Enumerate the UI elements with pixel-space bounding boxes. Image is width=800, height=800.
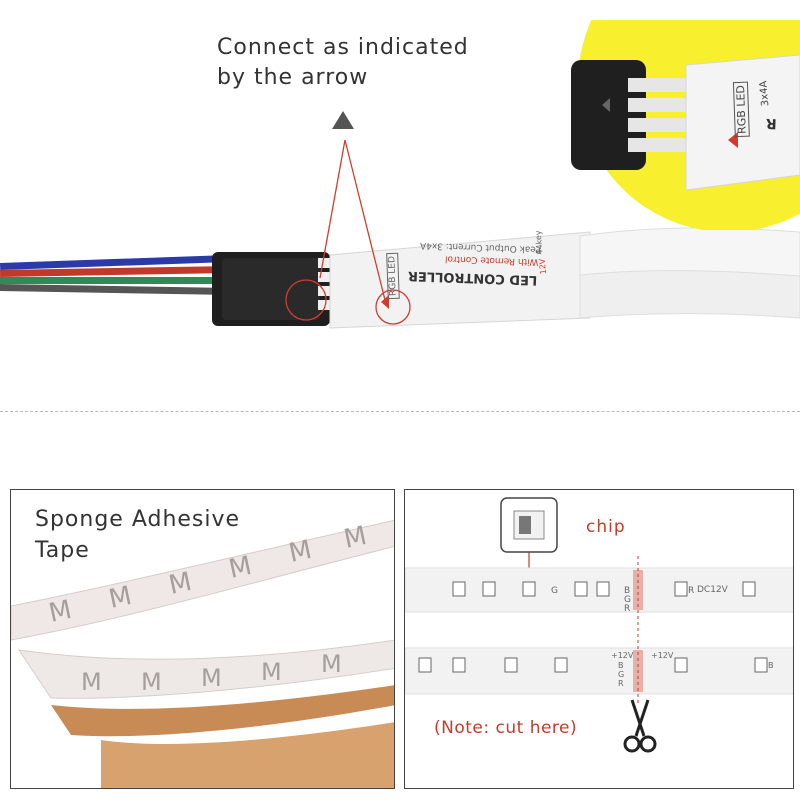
connector	[212, 252, 348, 326]
strip1-pad-r: R	[624, 604, 631, 614]
strip-voltage-label: DC12V	[697, 585, 728, 595]
instruction-line-2: by the arrow	[217, 65, 369, 90]
controller-body	[329, 227, 800, 329]
strip1-pad-g: G	[624, 595, 631, 605]
controller-voltage: 12V	[537, 258, 548, 275]
led-strip-panel: chip DC12V R G B G R +12V +12V B G R B (…	[404, 489, 794, 789]
chip-label: chip	[586, 517, 626, 537]
controller-photo: RGB LED LED CONTROLLER With Remote Contr…	[0, 20, 800, 329]
controller-photo-art	[0, 139, 800, 329]
svg-text:M: M	[201, 664, 222, 692]
tape-art: M M M M M M M M M M M	[11, 519, 394, 788]
strip2-pad-r: R	[618, 679, 624, 688]
tape-title-line-2: Tape	[35, 538, 90, 563]
svg-text:M: M	[341, 521, 369, 555]
strip1-pad-b: B	[624, 586, 631, 596]
tape-title-line-1: Sponge Adhesive	[35, 507, 241, 532]
strip2-pad-g: G	[618, 670, 625, 679]
rgb-wires	[0, 255, 226, 295]
triangle-pointer-icon	[332, 111, 354, 129]
strip1-led-letter-r: R	[688, 586, 695, 596]
connector-closeup-inset: RGB LED 3x4A R	[566, 20, 800, 230]
tape-title: Sponge Adhesive Tape	[35, 504, 240, 566]
strip1-led-letter-g: G	[551, 586, 558, 596]
strip2-pad-plus-left: +12V	[611, 651, 634, 660]
cut-note: (Note: cut here)	[434, 718, 578, 738]
arrow-callout	[285, 139, 411, 325]
adhesive-tape-panel: M M M M M M M M M M M Sponge Adhesive Ta…	[10, 489, 395, 789]
scissors-icon	[623, 699, 657, 753]
svg-text:M: M	[321, 650, 342, 678]
strip-art	[405, 497, 793, 705]
closeup-art	[571, 54, 800, 191]
strip2-pad-plus-right: +12V	[651, 651, 674, 660]
inset-current: 3x4A	[758, 80, 772, 107]
instruction-line-1: Connect as indicated	[217, 35, 469, 60]
section-divider	[0, 411, 800, 412]
instruction-text: Connect as indicated by the arrow	[217, 33, 469, 93]
svg-text:M: M	[81, 668, 102, 696]
svg-text:M: M	[141, 668, 162, 696]
strip2-led-letter-b: B	[768, 661, 774, 670]
controller-badge: RGB LED	[386, 252, 400, 300]
strip2-pad-b: B	[618, 661, 624, 670]
arrow-marker-icon	[602, 98, 610, 112]
inset-letter: R	[765, 114, 778, 132]
inset-badge: RGB LED	[732, 81, 750, 138]
svg-text:M: M	[261, 658, 282, 686]
